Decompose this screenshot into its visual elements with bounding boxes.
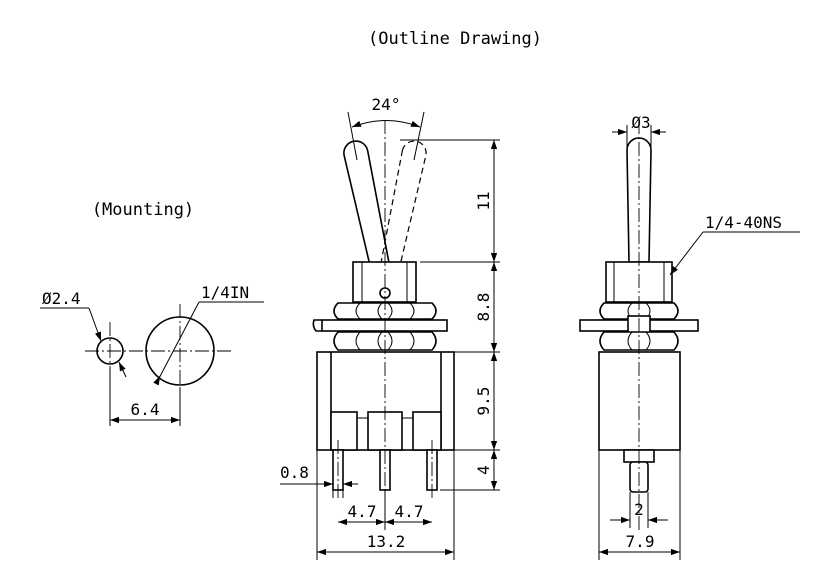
terminal-width-label: 2 [634, 500, 644, 519]
body-width-label: 13.2 [367, 532, 406, 551]
side-view: Ø3 1/4-40NS 2 7.9 [579, 113, 800, 560]
front-view: 24° 11 8.8 9.5 4 0.8 4.7 4.7 13.2 [280, 95, 500, 560]
upper-nut [333, 302, 437, 320]
lever-dia-label: Ø3 [631, 113, 650, 132]
thread-label: 1/4-40NS [705, 213, 782, 232]
small-hole-dia-label: Ø2.4 [42, 289, 81, 308]
lever-solid [343, 140, 395, 293]
lever-dashed [375, 140, 427, 293]
terminal-thickness-label: 0.8 [280, 463, 309, 482]
pitch-right-label: 4.7 [395, 502, 424, 521]
angle-label: 24° [372, 95, 401, 114]
terminal-length-label: 4 [474, 465, 493, 475]
lock-washer [321, 319, 448, 332]
outline-title: (Outline Drawing) [368, 29, 542, 49]
pitch-left-label: 4.7 [348, 502, 377, 521]
side-body [598, 351, 681, 451]
lever-length-label: 11 [474, 191, 493, 210]
body-depth-label: 7.9 [626, 532, 655, 551]
small-hole [96, 337, 124, 365]
bushing [352, 261, 417, 303]
large-hole-label: 1/4IN [201, 283, 249, 302]
bushing-height-label: 8.8 [474, 293, 493, 322]
hole-spacing-label: 6.4 [131, 400, 160, 419]
body-height-label: 9.5 [474, 387, 493, 416]
mounting-view: Ø2.4 1/4IN 6.4 [40, 283, 264, 426]
mounting-title: (Mounting) [92, 200, 194, 220]
large-hole [145, 316, 215, 386]
